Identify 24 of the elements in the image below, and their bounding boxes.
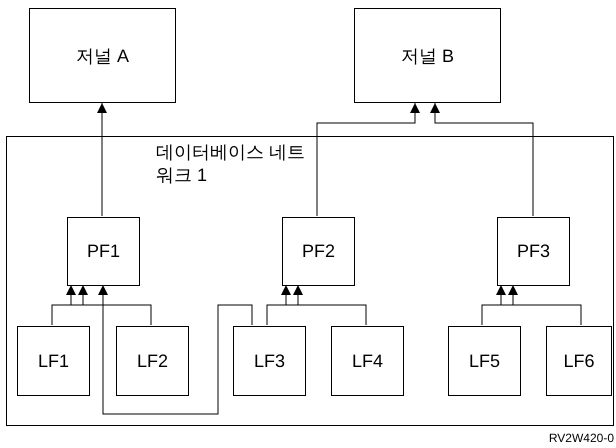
file-box: LF5 — [448, 326, 521, 396]
arrow — [316, 102, 420, 216]
arrow — [98, 284, 252, 414]
arrow — [430, 102, 534, 216]
journal-box: 저널 A — [29, 8, 176, 103]
arrow — [482, 284, 518, 326]
arrow — [496, 284, 582, 326]
file-box: LF4 — [331, 326, 404, 396]
arrow — [66, 284, 152, 326]
file-box: PF2 — [282, 217, 355, 286]
file-box: LF6 — [546, 326, 612, 396]
file-box: LF3 — [233, 326, 306, 396]
file-box: LF1 — [17, 326, 90, 396]
file-box: PF3 — [497, 217, 570, 286]
journal-box: 저널 B — [354, 8, 501, 103]
file-box: LF2 — [116, 326, 189, 396]
arrow — [281, 284, 366, 326]
file-box: PF1 — [67, 217, 140, 286]
arrow — [266, 284, 303, 326]
network-box — [6, 136, 614, 426]
arrow — [52, 284, 88, 326]
group-heading: 데이터베이스 네트워크 1 — [156, 141, 306, 187]
arrow — [97, 102, 107, 216]
figure-code: RV2W420-0 — [548, 431, 614, 445]
